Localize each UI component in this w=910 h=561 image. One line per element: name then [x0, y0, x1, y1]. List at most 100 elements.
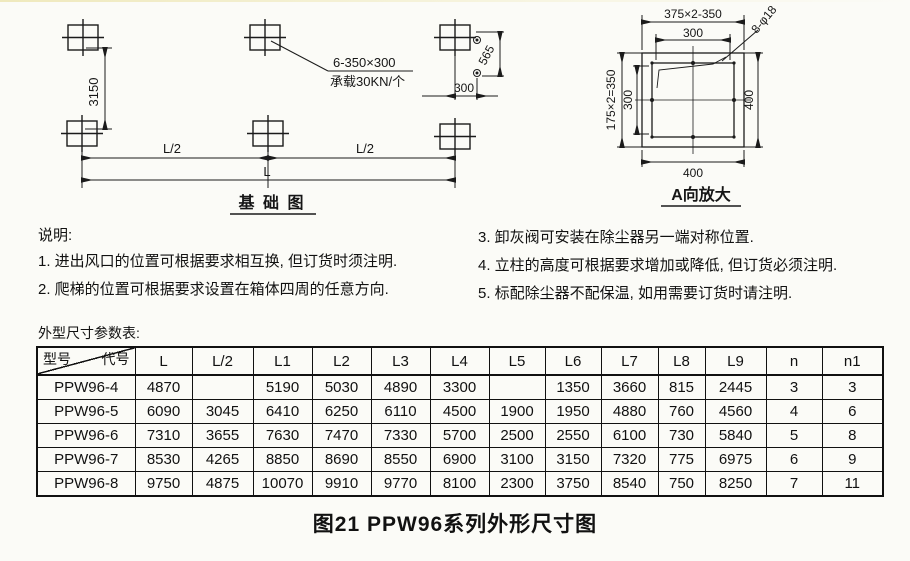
detail-view-diagram: 375×2-350 300 8-φ18 175×2=350 300 400 — [604, 3, 780, 207]
column-header: L — [134, 346, 193, 376]
note-item-1: 1. 进出风口的位置可根据要求相互换, 但订货时须注明. — [38, 253, 398, 270]
value-cell: 750 — [657, 471, 706, 497]
value-cell: 4870 — [134, 374, 193, 400]
value-cell: 1350 — [544, 374, 602, 400]
value-cell: 6090 — [134, 399, 193, 424]
length-dims — [81, 148, 456, 188]
value-cell: 9770 — [370, 471, 431, 497]
dim-right-label: 400 — [742, 90, 756, 110]
bolt-detail — [422, 31, 504, 100]
value-cell: 3100 — [488, 447, 546, 472]
column-header: L5 — [488, 346, 546, 376]
value-cell: 7470 — [311, 423, 372, 448]
notes-left-column: 1. 进出风口的位置可根据要求相互换, 但订货时须注明. 2. 爬梯的位置可根据… — [38, 248, 397, 304]
column-header: n — [765, 346, 823, 376]
column-header: n1 — [821, 346, 884, 376]
value-cell: 9 — [821, 447, 884, 472]
pad-annotation: 6-350×300 承载30KN/个 — [270, 40, 413, 89]
bolt-holes — [650, 61, 736, 139]
value-cell: 7 — [765, 471, 823, 497]
column-header: L4 — [429, 346, 490, 376]
note-item-4: 4. 立柱的高度可根据要求增加或降低, 但订货必须注明. — [478, 257, 838, 274]
value-cell: 4500 — [429, 399, 490, 424]
value-cell: 3655 — [191, 423, 254, 448]
value-cell — [488, 374, 546, 400]
value-cell: 6 — [765, 447, 823, 472]
value-cell: 775 — [657, 447, 706, 472]
value-cell: 6975 — [704, 447, 767, 472]
figure-caption: 图21 PPW96系列外形尺寸图 — [312, 513, 598, 536]
table-caption: 外型尺寸参数表: — [38, 325, 140, 341]
column-header: L3 — [370, 346, 431, 376]
dim-bottom-label: 400 — [683, 166, 703, 180]
dim-left-inner-label: 300 — [621, 90, 635, 110]
detail-left-dims — [617, 52, 649, 148]
value-cell: 2500 — [488, 423, 546, 448]
value-cell: 4880 — [600, 399, 659, 424]
value-cell: 6100 — [600, 423, 659, 448]
column-header: L1 — [252, 346, 313, 376]
value-cell: 4 — [765, 399, 823, 424]
value-cell: 3660 — [600, 374, 659, 400]
value-cell: 7630 — [252, 423, 313, 448]
dim-300-offset-label: 300 — [454, 81, 474, 95]
value-cell: 4875 — [191, 471, 254, 497]
column-header: L2 — [311, 346, 372, 376]
note-item-5: 5. 标配除尘器不配保温, 如用需要订货时请注明. — [478, 285, 793, 302]
value-cell: 1950 — [544, 399, 602, 424]
detail-right-dim — [741, 52, 763, 148]
value-cell: 4890 — [370, 374, 431, 400]
value-cell: 6410 — [252, 399, 313, 424]
dim-left-outer-label: 175×2=350 — [604, 69, 618, 130]
value-cell: 11 — [821, 471, 884, 497]
column-header: L7 — [600, 346, 659, 376]
value-cell: 3 — [821, 374, 884, 400]
notes-right-column: 3. 卸灰阀可安装在除尘器另一端对称位置. 4. 立柱的高度可根据要求增加或降低… — [478, 224, 837, 308]
value-cell: 4560 — [704, 399, 767, 424]
column-header: L/2 — [191, 346, 254, 376]
value-cell: 815 — [657, 374, 706, 400]
value-cell: 9750 — [134, 471, 193, 497]
dim-l-label: L — [263, 164, 270, 179]
table-corner-cell: 型号 代号 — [36, 346, 136, 376]
dim-565-label: 565 — [476, 43, 498, 68]
value-cell: 5840 — [704, 423, 767, 448]
value-cell: 10070 — [252, 471, 313, 497]
column-header: L6 — [544, 346, 602, 376]
value-cell: 1900 — [488, 399, 546, 424]
scan-artifact — [0, 0, 910, 2]
value-cell: 7310 — [134, 423, 193, 448]
value-cell: 8530 — [134, 447, 193, 472]
corner-code-label: 代号 — [101, 351, 130, 367]
model-cell: PPW96-4 — [36, 374, 136, 400]
detail-top-dims — [641, 15, 745, 60]
value-cell: 6250 — [311, 399, 372, 424]
dim-top-inner-label: 300 — [683, 26, 703, 40]
value-cell: 6900 — [429, 447, 490, 472]
note-item-3: 3. 卸灰阀可安装在除尘器另一端对称位置. — [478, 229, 754, 246]
value-cell: 9910 — [311, 471, 372, 497]
value-cell: 2300 — [488, 471, 546, 497]
value-cell: 5030 — [311, 374, 372, 400]
foundation-diagram-title: 基 础 图 — [238, 193, 306, 212]
pad-annotation-line1: 6-350×300 — [333, 55, 396, 70]
value-cell: 3045 — [191, 399, 254, 424]
value-cell: 5700 — [429, 423, 490, 448]
value-cell: 6110 — [370, 399, 431, 424]
notes-heading: 说明: — [38, 227, 73, 244]
value-cell: 8540 — [600, 471, 659, 497]
value-cell: 760 — [657, 399, 706, 424]
value-cell: 8850 — [252, 447, 313, 472]
value-cell: 3150 — [544, 447, 602, 472]
value-cell: 730 — [657, 423, 706, 448]
value-cell: 7330 — [370, 423, 431, 448]
dim-l2-left-label: L/2 — [163, 141, 181, 156]
value-cell: 8550 — [370, 447, 431, 472]
